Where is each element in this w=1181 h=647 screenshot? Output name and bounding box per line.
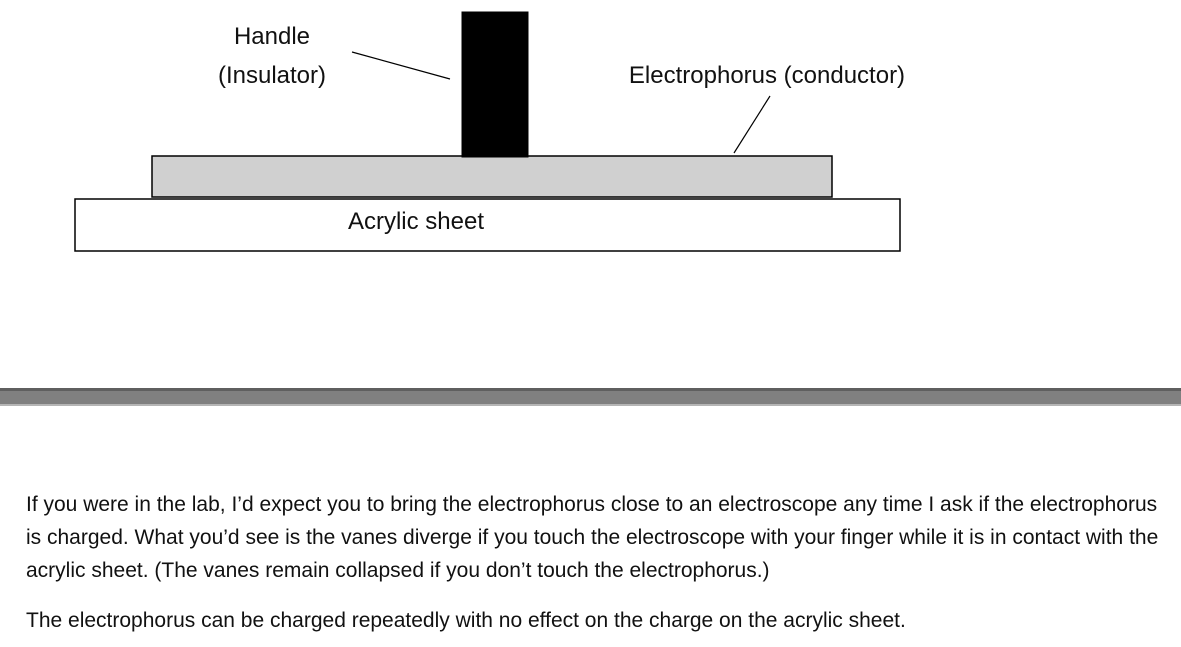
paragraph-electroscope: If you were in the lab, I’d expect you t… [26,493,1159,582]
explanation-text: If you were in the lab, I’d expect you t… [26,488,1176,637]
electrophorus-diagram: Handle (Insulator) Electrophorus (conduc… [74,11,905,252]
handle [461,11,529,158]
handle-label-line1: Handle [234,23,310,50]
acrylic-sheet-label: Acrylic sheet [348,208,484,235]
electrophorus-plate [151,155,833,198]
handle-leader-line [351,51,451,80]
paragraph-repeated-charging: The electrophorus can be charged repeate… [26,609,906,632]
handle-label-line2: (Insulator) [218,62,326,89]
electrophorus-label: Electrophorus (conductor) [629,62,905,89]
acrylic-sheet [74,198,901,252]
section-divider [0,388,1181,406]
electrophorus-leader-line [733,95,771,154]
